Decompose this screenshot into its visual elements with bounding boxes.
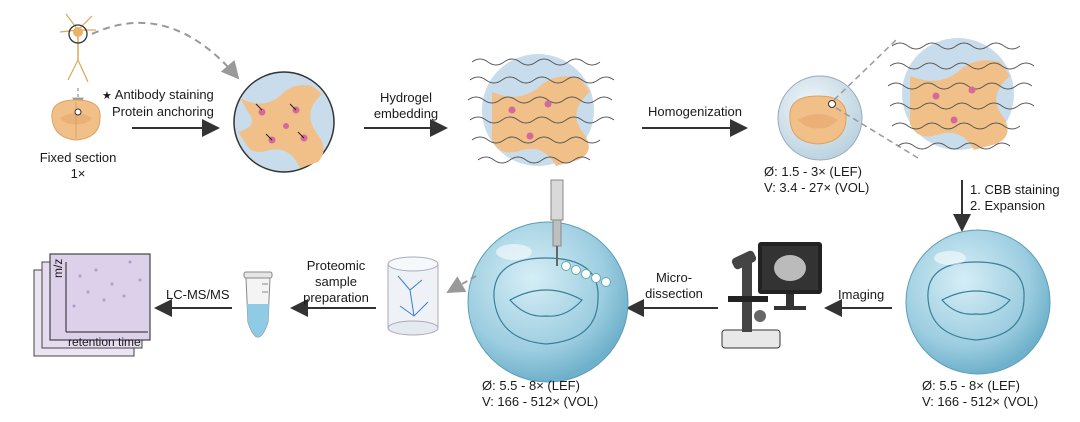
homogenization-label: Homogenization xyxy=(648,104,742,119)
zoomed-mesh-icon xyxy=(887,38,1035,151)
tissue-cylinder-icon xyxy=(387,256,439,336)
star-icon: ★ xyxy=(102,90,112,102)
staining-line2: Protein anchoring xyxy=(112,104,214,119)
hydrogel-line2: embedding xyxy=(373,106,439,121)
needle-icon xyxy=(550,179,564,266)
imaging-label: Imaging xyxy=(838,287,885,302)
proteomic-line3: preparation xyxy=(303,290,369,305)
fixed-section-line2: 1× xyxy=(70,166,86,181)
small-volume: V: 3.4 - 27× (VOL) xyxy=(764,180,870,195)
right-volume: V: 166 - 512× (VOL) xyxy=(922,394,1039,409)
spectrum-ylabel: m/z xyxy=(51,258,65,278)
hydrogel-mesh-icon xyxy=(467,54,615,166)
dashed-arrow-cylinder xyxy=(446,275,477,293)
proteomic-line1: Proteomic xyxy=(306,258,366,273)
zoom-line-top xyxy=(833,39,897,101)
center-expansion-label: Ø: 5.5 - 8× (LEF) V: 166 - 512× (VOL) xyxy=(482,378,598,410)
neuron-icon xyxy=(59,13,96,83)
zoom-line-bottom xyxy=(835,107,919,159)
fixed-section-label: Fixed section 1× xyxy=(28,150,128,182)
right-diameter: Ø: 5.5 - 8× (LEF) xyxy=(922,378,1020,393)
proteomic-label: Proteomic sample preparation xyxy=(296,258,376,306)
microdissection-label: Micro- dissection xyxy=(636,270,712,302)
small-diameter: Ø: 1.5 - 3× (LEF) xyxy=(764,164,862,179)
curved-dashed-arrow xyxy=(91,21,240,80)
proteomic-line2: sample xyxy=(315,274,357,289)
center-volume: V: 166 - 512× (VOL) xyxy=(482,394,599,409)
lcms-label: LC-MS/MS xyxy=(166,287,230,302)
microdissection-line1: Micro- xyxy=(655,270,693,285)
staining-line1: Antibody staining xyxy=(114,87,214,102)
spectrum-xlabel: retention time xyxy=(68,335,141,349)
small-expanded-sphere xyxy=(777,75,863,161)
fixed-section-line1: Fixed section xyxy=(39,150,117,165)
large-sphere-center xyxy=(467,221,629,383)
hydrogel-line1: Hydrogel xyxy=(379,90,433,105)
brain-section-icon xyxy=(51,99,101,141)
hydrogel-label: Hydrogel embedding xyxy=(364,90,448,122)
microscope-icon xyxy=(721,242,822,349)
cbb-line1: 1. CBB staining xyxy=(970,182,1060,197)
stained-tissue-circle xyxy=(233,71,335,173)
small-expansion-label: Ø: 1.5 - 3× (LEF) V: 3.4 - 27× (VOL) xyxy=(764,164,869,196)
sample-tube-icon xyxy=(243,271,273,338)
cbb-label: 1. CBB staining 2. Expansion xyxy=(970,182,1060,214)
right-expansion-label: Ø: 5.5 - 8× (LEF) V: 166 - 512× (VOL) xyxy=(922,378,1038,410)
microdissection-line2: dissection xyxy=(645,286,703,301)
staining-label: ★ Antibody staining Protein anchoring xyxy=(102,87,214,120)
center-diameter: Ø: 5.5 - 8× (LEF) xyxy=(482,378,580,393)
spectrum-stack-icon xyxy=(33,253,151,357)
large-sphere-right xyxy=(905,229,1051,375)
cbb-line2: 2. Expansion xyxy=(970,198,1046,213)
